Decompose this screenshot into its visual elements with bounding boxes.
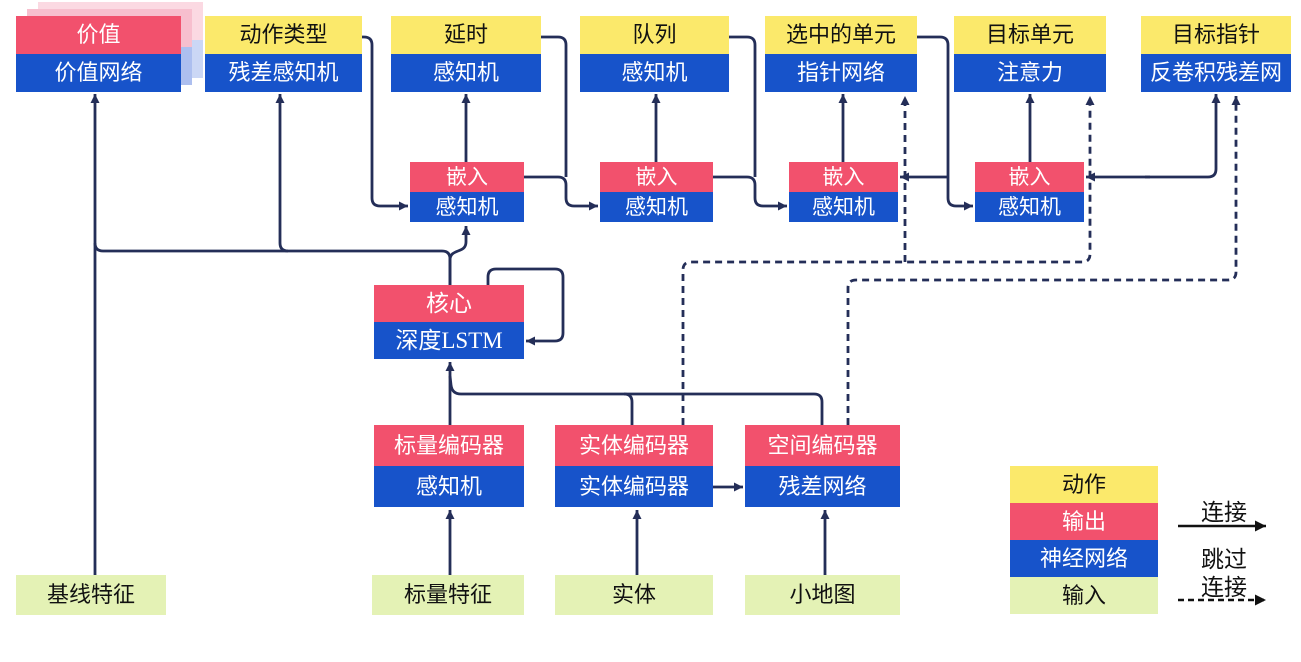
embed4-network-label: 感知机 <box>975 192 1084 222</box>
edge-delay-down <box>541 35 568 177</box>
target-point-network-label: 反卷积残差网 <box>1141 54 1291 92</box>
queue-network-label: 感知机 <box>580 54 729 92</box>
legend-network-label: 神经网络 <box>1010 540 1158 577</box>
core-label: 核心 <box>374 285 524 322</box>
target-unit-label: 目标单元 <box>954 16 1106 54</box>
queue-label: 队列 <box>580 16 729 54</box>
legend-skip-label-line2: 连接 <box>1201 575 1247 600</box>
legend-connection-label: 连接 <box>1201 500 1247 525</box>
node-selected-units: 选中的单元 指针网络 <box>765 16 917 92</box>
node-scalar-encoder: 标量编码器 感知机 <box>374 425 524 507</box>
node-embed1: 嵌入 感知机 <box>410 162 524 222</box>
node-delay: 延时 感知机 <box>391 16 541 92</box>
node-core: 核心 深度LSTM <box>374 285 524 359</box>
legend-input-label: 输入 <box>1010 577 1158 614</box>
edge-spatial-encoder-to-core <box>448 375 824 425</box>
embed3-label: 嵌入 <box>789 162 898 192</box>
embed1-network-label: 感知机 <box>410 192 524 222</box>
value-network-label: 价值网络 <box>16 54 181 92</box>
edge-core-branch-left <box>93 242 452 285</box>
action-type-network-label: 残差感知机 <box>205 54 362 92</box>
scalar-encoder-network-label: 感知机 <box>374 466 524 507</box>
entity-encoder-network-label: 实体编码器 <box>555 466 713 507</box>
target-unit-network-label: 注意力 <box>954 54 1106 92</box>
scalar-encoder-label: 标量编码器 <box>374 425 524 466</box>
node-embed3: 嵌入 感知机 <box>789 162 898 222</box>
edge-selected-units-to-embed4 <box>917 35 973 211</box>
legend-output-label: 输出 <box>1010 503 1158 540</box>
node-entity-encoder: 实体编码器 实体编码器 <box>555 425 713 507</box>
input-minimap: 小地图 <box>745 575 900 615</box>
edge-core-to-embed1 <box>448 226 471 285</box>
edge-core-self-loop <box>486 267 565 346</box>
embed3-network-label: 感知机 <box>789 192 898 222</box>
edge-embed1-to-embed2 <box>524 175 598 211</box>
node-action-type: 动作类型 残差感知机 <box>205 16 362 92</box>
node-value: 价值 价值网络 <box>16 16 181 92</box>
embed4-label: 嵌入 <box>975 162 1084 192</box>
legend-color-key: 动作 输出 神经网络 输入 <box>1010 466 1158 614</box>
skip-spatial-encoder-to-target-point <box>846 96 1241 425</box>
input-entity: 实体 <box>555 575 713 615</box>
legend-skip-label-line1: 跳过 <box>1201 547 1247 572</box>
selected-units-label: 选中的单元 <box>765 16 917 54</box>
node-spatial-encoder: 空间编码器 残差网络 <box>745 425 900 507</box>
node-embed4: 嵌入 感知机 <box>975 162 1084 222</box>
core-network-label: 深度LSTM <box>374 322 524 359</box>
node-embed2: 嵌入 感知机 <box>600 162 713 222</box>
input-baseline-features: 基线特征 <box>16 575 166 615</box>
node-target-point: 目标指针 反卷积残差网 <box>1141 16 1291 92</box>
delay-network-label: 感知机 <box>391 54 541 92</box>
edge-action-type-to-embed1 <box>362 35 408 211</box>
edge-embed2-to-embed3 <box>713 175 787 211</box>
legend-action-label: 动作 <box>1010 466 1158 503</box>
value-output-label: 价值 <box>16 16 181 54</box>
node-target-unit: 目标单元 注意力 <box>954 16 1106 92</box>
spatial-encoder-label: 空间编码器 <box>745 425 900 466</box>
edge-entity-encoder-to-core <box>623 392 634 425</box>
action-type-label: 动作类型 <box>205 16 362 54</box>
edge-queue-down <box>729 35 757 177</box>
skip-entity-encoder-to-target-unit <box>681 96 1095 425</box>
edge-embed4-to-target-point <box>1145 94 1221 179</box>
edge-core-branch-action-type <box>275 94 289 253</box>
embed2-network-label: 感知机 <box>600 192 713 222</box>
node-queue: 队列 感知机 <box>580 16 729 92</box>
embed1-label: 嵌入 <box>410 162 524 192</box>
input-scalar-features: 标量特征 <box>372 575 524 615</box>
spatial-encoder-network-label: 残差网络 <box>745 466 900 507</box>
delay-label: 延时 <box>391 16 541 54</box>
embed2-label: 嵌入 <box>600 162 713 192</box>
target-point-label: 目标指针 <box>1141 16 1291 54</box>
entity-encoder-label: 实体编码器 <box>555 425 713 466</box>
selected-units-network-label: 指针网络 <box>765 54 917 92</box>
